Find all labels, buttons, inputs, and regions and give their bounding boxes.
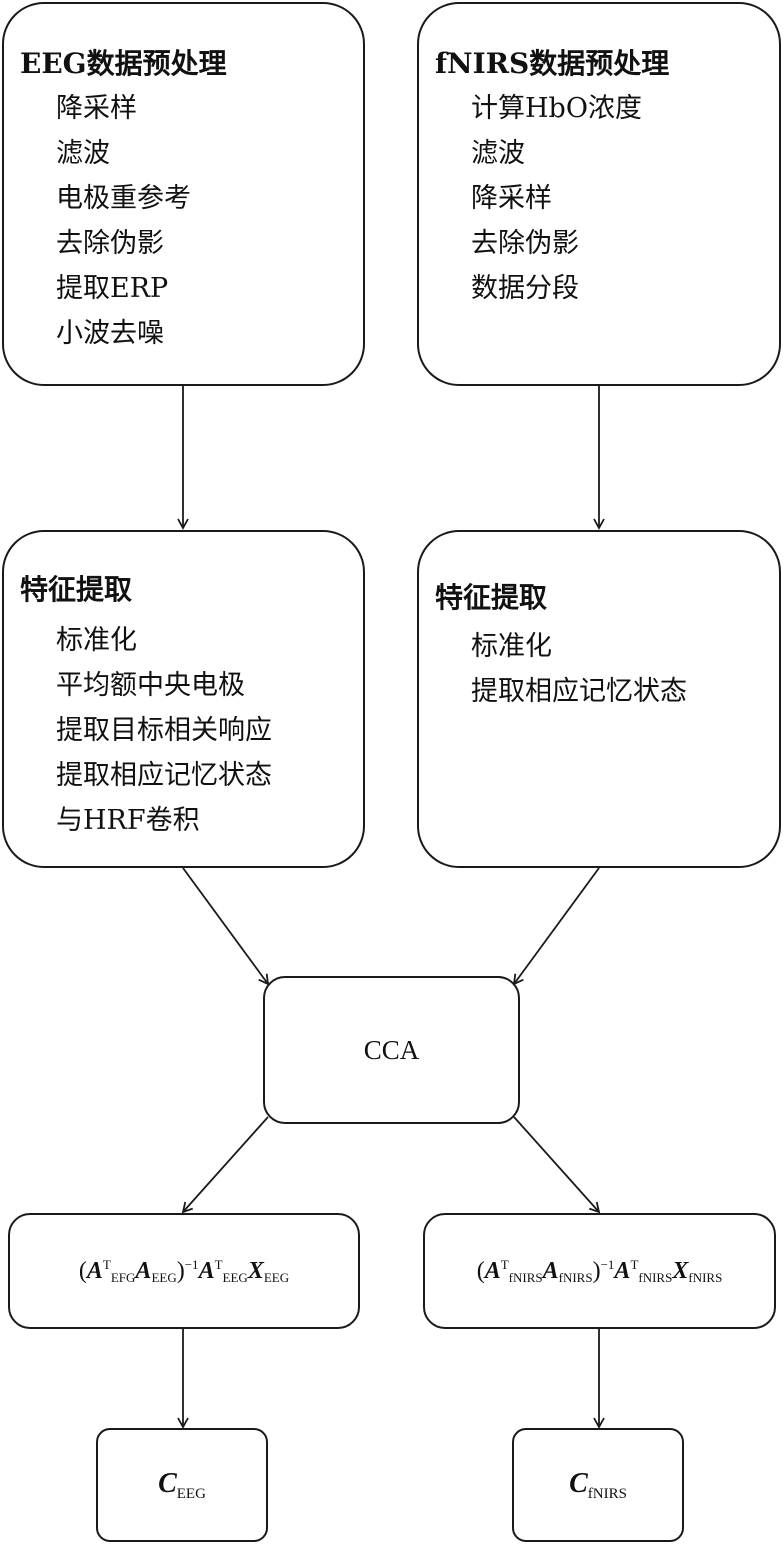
arrow-fnirs-feat-to-cca [512, 867, 600, 986]
eeg-feature-step: 提取目标相关响应 [56, 715, 272, 746]
paren-open: ( [78, 1257, 87, 1284]
inverse-mark: −1 [600, 1256, 615, 1272]
arrow-cca-to-eeg-formula [181, 1116, 269, 1214]
cca-box: CCA [263, 976, 520, 1124]
subscript-eeg: EEG [263, 1269, 290, 1285]
fnirs-step: 去除伪影 [471, 228, 579, 259]
subscript-fnirs: fNIRS [587, 1485, 627, 1502]
eeg-step: 去除伪影 [56, 228, 164, 259]
inverse-mark: −1 [184, 1256, 199, 1272]
subscript-eeg: EEG [222, 1269, 248, 1285]
paren-close: ) [176, 1257, 185, 1284]
eeg-preprocess-box: EEG数据预处理 降采样 滤波 电极重参考 去除伪影 提取ERP 小波去噪 [2, 2, 365, 386]
eeg-feature-step: 标准化 [56, 625, 137, 656]
fnirs-preprocess-title: fNIRS数据预处理 [435, 47, 670, 80]
fnirs-feature-title: 特征提取 [435, 581, 548, 614]
eeg-output-box: CEEG [96, 1428, 268, 1542]
fnirs-output-symbol: CfNIRS [569, 1468, 627, 1503]
eeg-step: 滤波 [56, 138, 110, 169]
transpose-mark: T [102, 1256, 111, 1272]
matrix-c: C [158, 1467, 177, 1499]
eeg-preprocess-title: EEG数据预处理 [20, 47, 227, 80]
subscript-fnirs: fNIRS [558, 1269, 593, 1285]
eeg-step: 小波去噪 [56, 318, 164, 349]
eeg-feature-step: 与HRF卷积 [56, 805, 200, 836]
matrix-a: A [484, 1257, 501, 1284]
fnirs-step: 降采样 [471, 183, 552, 214]
fnirs-feature-step: 标准化 [471, 631, 552, 662]
fnirs-formula-box: (ATfNIRSAfNIRS)−1ATfNIRSXfNIRS [423, 1213, 776, 1329]
fnirs-step: 计算HbO浓度 [471, 93, 642, 124]
cca-label: CCA [363, 1034, 420, 1065]
fnirs-step: 数据分段 [471, 273, 579, 304]
subscript-fnirs: fNIRS [688, 1269, 723, 1285]
eeg-output-symbol: CEEG [158, 1468, 206, 1503]
fnirs-output-box: CfNIRS [512, 1428, 684, 1542]
subscript-fnirs: fNIRS [508, 1269, 543, 1285]
paren-close: ) [592, 1257, 601, 1284]
paren-open: ( [476, 1257, 485, 1284]
eeg-feature-box: 特征提取 标准化 平均额中央电极 提取目标相关响应 提取相应记忆状态 与HRF卷… [2, 530, 365, 868]
eeg-projection-formula: (ATEFGAEEG)−1ATEEGXEEG [79, 1257, 289, 1286]
fnirs-preprocess-box: fNIRS数据预处理 计算HbO浓度 滤波 降采样 去除伪影 数据分段 [417, 2, 781, 386]
eeg-step: 提取ERP [56, 273, 169, 304]
matrix-x: X [247, 1257, 264, 1284]
subscript-fnirs: fNIRS [638, 1269, 673, 1285]
eeg-step: 降采样 [56, 93, 137, 124]
fnirs-feature-step: 提取相应记忆状态 [471, 676, 687, 707]
eeg-formula-box: (ATEFGAEEG)−1ATEEGXEEG [8, 1213, 360, 1329]
transpose-mark: T [630, 1256, 639, 1272]
eeg-step: 电极重参考 [56, 183, 191, 214]
eeg-feature-step: 提取相应记忆状态 [56, 760, 272, 791]
eeg-feature-title: 特征提取 [20, 573, 133, 606]
transpose-mark: T [500, 1256, 509, 1272]
subscript-eeg: EEG [151, 1269, 177, 1285]
matrix-a: A [135, 1257, 152, 1284]
matrix-c: C [569, 1467, 588, 1499]
matrix-a: A [614, 1257, 631, 1284]
subscript-eeg: EEG [176, 1485, 206, 1502]
fnirs-step: 滤波 [471, 138, 525, 169]
matrix-x: X [672, 1257, 689, 1284]
transpose-mark: T [214, 1256, 223, 1272]
matrix-a: A [198, 1257, 215, 1284]
arrow-cca-to-fnirs-formula [513, 1116, 601, 1214]
eeg-feature-step: 平均额中央电极 [56, 670, 245, 701]
matrix-a: A [542, 1257, 559, 1284]
arrow-eeg-feat-to-cca [182, 867, 270, 986]
fnirs-projection-formula: (ATfNIRSAfNIRS)−1ATfNIRSXfNIRS [477, 1257, 723, 1286]
matrix-a: A [86, 1257, 103, 1284]
fnirs-feature-box: 特征提取 标准化 提取相应记忆状态 [417, 530, 781, 868]
subscript-efg: EFG [110, 1269, 136, 1285]
